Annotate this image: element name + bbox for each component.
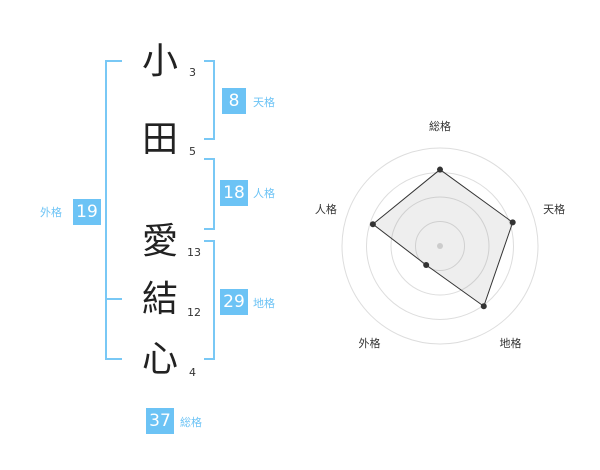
chikaku-bracket-vertical [213,240,215,360]
radar-axis-label-1: 総格 [429,119,451,133]
gaikaku-bracket-middle [105,298,122,300]
name-char-2: 田 [141,119,178,160]
jinkaku-badge: 18 [220,180,248,206]
gaikaku-badge: 19 [73,199,101,225]
tenkaku-bracket-top [204,60,215,62]
soukaku-badge: 37 [146,408,174,434]
soukaku-label: 総格 [180,416,202,429]
jinkaku-bracket-bottom [204,228,215,230]
name-char-5: 心 [141,339,178,380]
jinkaku-label: 人格 [253,187,275,200]
radar-axis-label-4: 外格 [358,336,380,350]
jinkaku-bracket-top [204,158,215,160]
chikaku-bracket-top [204,240,215,242]
gaikaku-bracket-bottom [105,358,122,360]
chikaku-label: 地格 [253,297,275,310]
gaikaku-label: 外格 [40,206,62,219]
radar-area [372,168,514,308]
chikaku-bracket-bottom [204,358,215,360]
radar-axis-label-5: 人格 [315,202,337,216]
stroke-count-4: 12 [187,306,201,319]
tenkaku-bracket-bottom [204,138,215,140]
radar-point-2 [509,219,516,226]
stroke-count-3: 13 [187,246,201,259]
name-char-1: 小 [141,41,178,82]
radar-point-5 [369,221,376,228]
radar-center-dot [437,243,443,249]
radar-ring [415,221,465,271]
tenkaku-label: 天格 [253,96,275,109]
radar-point-4 [423,262,430,269]
stroke-count-5: 4 [189,366,196,379]
tenkaku-badge: 8 [222,88,246,114]
name-char-3: 愛 [141,221,178,262]
radar-axis-label-2: 天格 [543,202,565,216]
gaikaku-bracket-vertical [105,60,107,360]
radar-ring [341,147,539,345]
radar-point-3 [480,303,487,310]
radar-ring [390,196,490,296]
name-char-4: 結 [141,279,178,320]
stroke-count-1: 3 [189,66,196,79]
gaikaku-bracket-top [105,60,122,62]
radar-point-1 [437,166,443,173]
chikaku-badge: 29 [220,289,248,315]
stroke-count-2: 5 [189,145,196,158]
jinkaku-bracket-vertical [213,158,215,230]
radar-axis-label-3: 地格 [500,336,522,350]
tenkaku-bracket-vertical [213,60,215,140]
